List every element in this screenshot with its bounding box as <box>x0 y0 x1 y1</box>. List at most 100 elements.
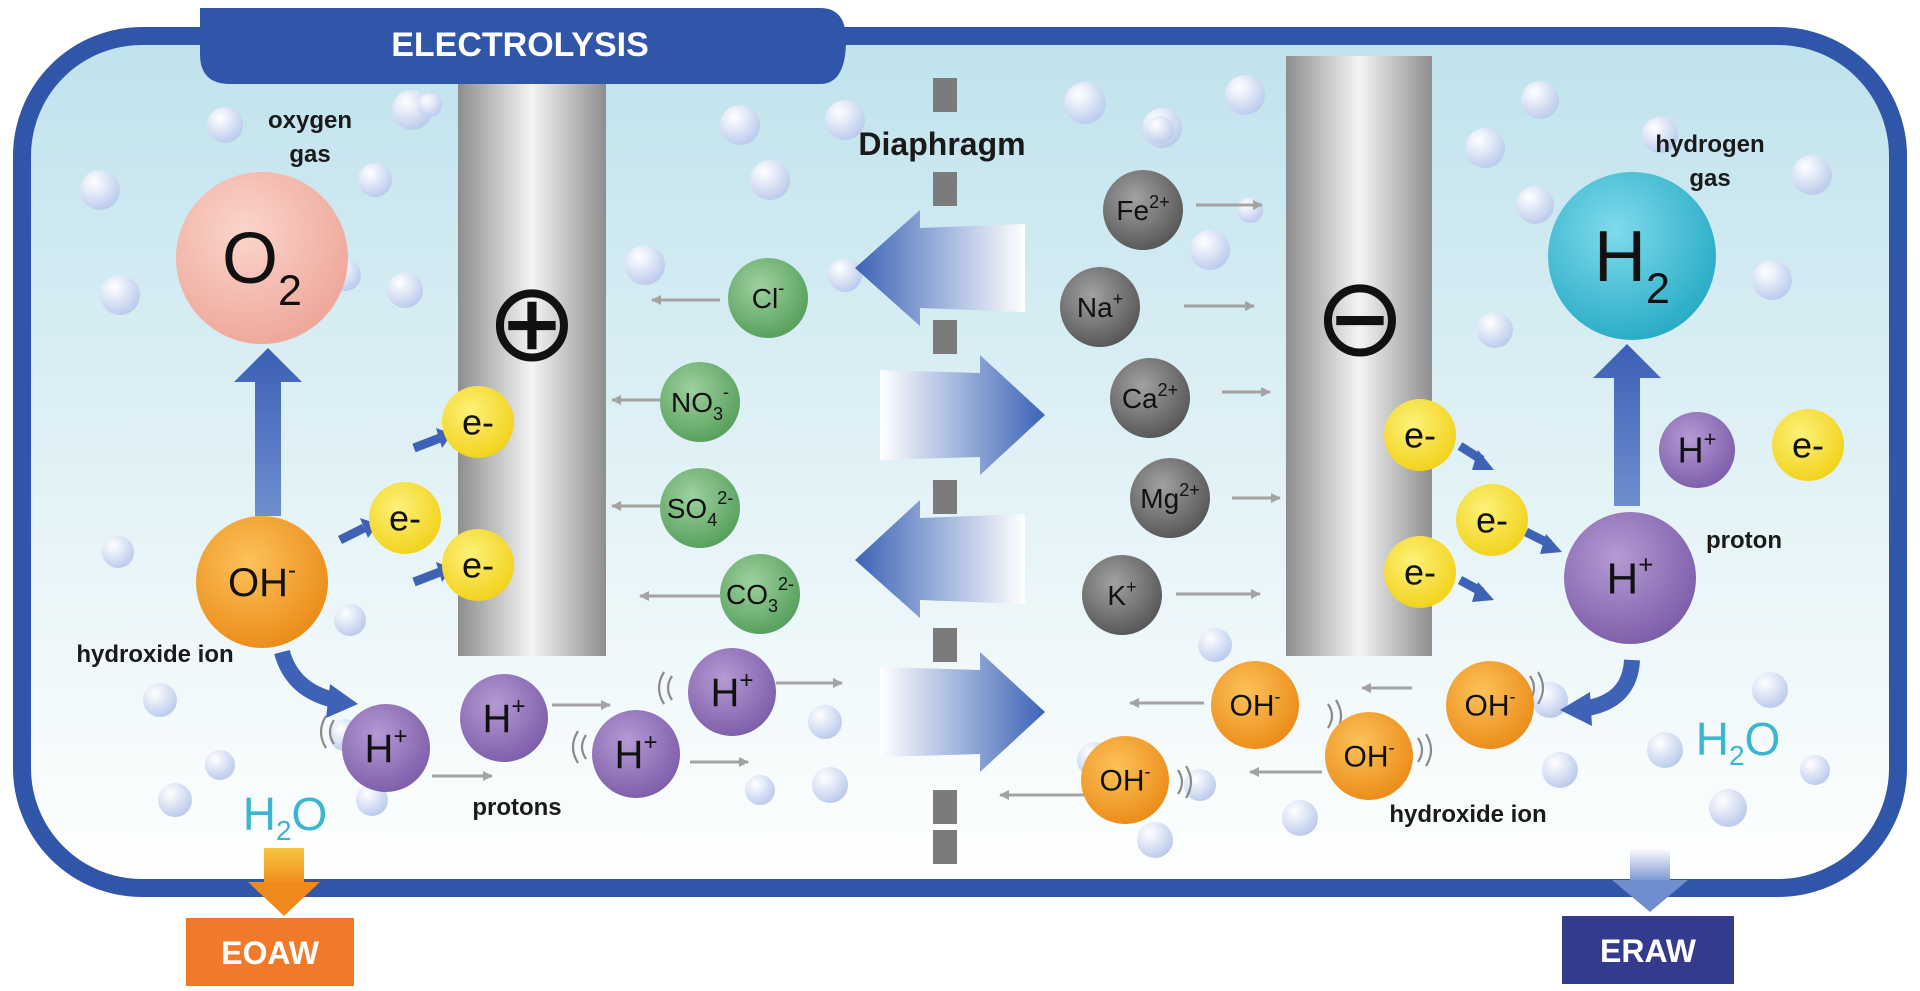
anion-no: NO3- <box>660 362 740 442</box>
h-to-oh-curve-head <box>1560 692 1592 726</box>
water-bubble <box>387 272 423 308</box>
proton: H+ <box>342 704 430 792</box>
anion-cl-label: Cl- <box>752 278 784 314</box>
electron-arrow-3 <box>412 567 442 587</box>
electron-arrow-2 <box>337 523 367 545</box>
oxygen-molecule: O2 <box>176 172 348 344</box>
title-tab: ELECTROLYSIS <box>200 8 846 84</box>
water-bubble <box>1198 628 1232 662</box>
hydroxide-ion-main-ball <box>196 516 328 648</box>
electron-ball <box>1384 399 1456 471</box>
flow-left-arrow-top <box>855 210 1025 326</box>
cation-ca-ball <box>1110 358 1190 438</box>
diaphragm-segment <box>933 172 957 206</box>
cation-ca-label: Ca2+ <box>1122 380 1178 414</box>
text-labels: oxygen gas hydrogen gas hydroxide ion hy… <box>76 107 1782 828</box>
anode-plus-icon: ⊕ <box>486 261 578 384</box>
hydroxide-ion: OH- <box>1081 736 1169 824</box>
anion-co: CO32- <box>720 554 800 634</box>
water-bubble <box>1516 186 1554 224</box>
cation-mg-label: Mg2+ <box>1140 480 1199 514</box>
oh-to-o2-arrow <box>234 348 302 516</box>
diaphragm-segment <box>933 480 957 514</box>
water-bubble <box>1190 230 1230 270</box>
anion-cl-ball <box>728 258 808 338</box>
electron-ball <box>1384 536 1456 608</box>
diaphragm-segment <box>933 78 957 112</box>
electron-arrow-5-head <box>1540 534 1562 554</box>
electron-label: e- <box>1404 552 1436 593</box>
cation-na-label: Na+ <box>1077 289 1123 323</box>
cation-fe-ball <box>1103 170 1183 250</box>
proton-small: H+ <box>1659 412 1735 488</box>
electron-ball <box>1772 409 1844 481</box>
water-label-right: H2O <box>1696 713 1781 771</box>
oh-to-h-curve <box>274 649 337 708</box>
water-bubble <box>1465 128 1505 168</box>
electron-label: e- <box>1404 415 1436 456</box>
water-bubble <box>1792 155 1832 195</box>
outlet-left: EOAW <box>186 848 354 986</box>
hydrogen-molecule-label: H2 <box>1594 217 1670 313</box>
water-bubble <box>1137 822 1173 858</box>
cation-fe: Fe2+ <box>1103 170 1183 250</box>
oxygen-molecule-label: O2 <box>222 219 302 315</box>
oxygen-label-line1: oxygen <box>268 107 352 134</box>
water-bubble <box>143 683 177 717</box>
cation-k: K+ <box>1082 555 1162 635</box>
hydrogen-molecule: H2 <box>1548 172 1716 340</box>
anion-co-ball <box>720 554 800 634</box>
outlet-right-arrow-shaft <box>1630 848 1670 884</box>
water-bubble <box>828 258 862 292</box>
cathode-minus-icon: ⊖ <box>1314 256 1406 379</box>
proton-ball <box>592 710 680 798</box>
electron-arrow-1 <box>412 433 442 453</box>
water-bubble <box>100 275 140 315</box>
protons-label: protons <box>472 794 561 821</box>
electron: e- <box>1772 409 1844 481</box>
proton-small-ball <box>1659 412 1735 488</box>
hydroxide-ion-main-label: OH- <box>228 557 296 605</box>
water-bubble <box>1146 116 1174 144</box>
outlet-left-arrow-shaft <box>264 848 304 886</box>
water-bubbles <box>80 75 1832 858</box>
proton-label: H+ <box>365 723 408 771</box>
water-bubble <box>1532 682 1568 718</box>
proton-ball <box>460 674 548 762</box>
h-to-oh-curve <box>1586 659 1640 716</box>
outlet-right-arrow-head <box>1612 880 1688 912</box>
proton-label: proton <box>1706 527 1782 554</box>
anion-so-label: SO42- <box>667 488 734 530</box>
water-bubble <box>625 245 665 285</box>
water-bubble <box>745 775 775 805</box>
water-bubble <box>1752 260 1792 300</box>
proton-main-label: H+ <box>1607 549 1654 603</box>
water-bubble <box>80 170 120 210</box>
electron-ball <box>1456 484 1528 556</box>
hydroxide-ion-label-right: hydroxide ion <box>1389 801 1546 828</box>
hydroxide-ion-label: OH- <box>1465 687 1516 723</box>
hydrogen-label-line2: gas <box>1689 165 1730 192</box>
hydroxide-ion-label: OH- <box>1344 738 1395 774</box>
water-bubble <box>1542 752 1578 788</box>
electron: e- <box>1456 484 1528 556</box>
hydroxide-ion-ball <box>1211 661 1299 749</box>
proton-label: H+ <box>483 693 526 741</box>
water-bubble <box>1709 789 1747 827</box>
electron-label: e- <box>1476 500 1508 541</box>
water-bubble <box>825 100 865 140</box>
flow-arrows <box>855 210 1045 772</box>
electron-label: e- <box>462 402 494 443</box>
oxygen-label-line2: gas <box>289 141 330 168</box>
anion-co-label: CO32- <box>726 574 794 616</box>
water-bubble <box>1642 117 1678 153</box>
oxygen-molecule-ball <box>176 172 348 344</box>
proton-main-ball <box>1564 512 1696 644</box>
cation-fe-label: Fe2+ <box>1116 192 1169 226</box>
cation-ca: Ca2+ <box>1110 358 1190 438</box>
flow-right-arrow-upper <box>880 355 1045 475</box>
proton: H+ <box>592 710 680 798</box>
hydrogen-molecule-ball <box>1548 172 1716 340</box>
outlet-right-label: ERAW <box>1600 933 1697 969</box>
water-bubble <box>418 93 442 117</box>
